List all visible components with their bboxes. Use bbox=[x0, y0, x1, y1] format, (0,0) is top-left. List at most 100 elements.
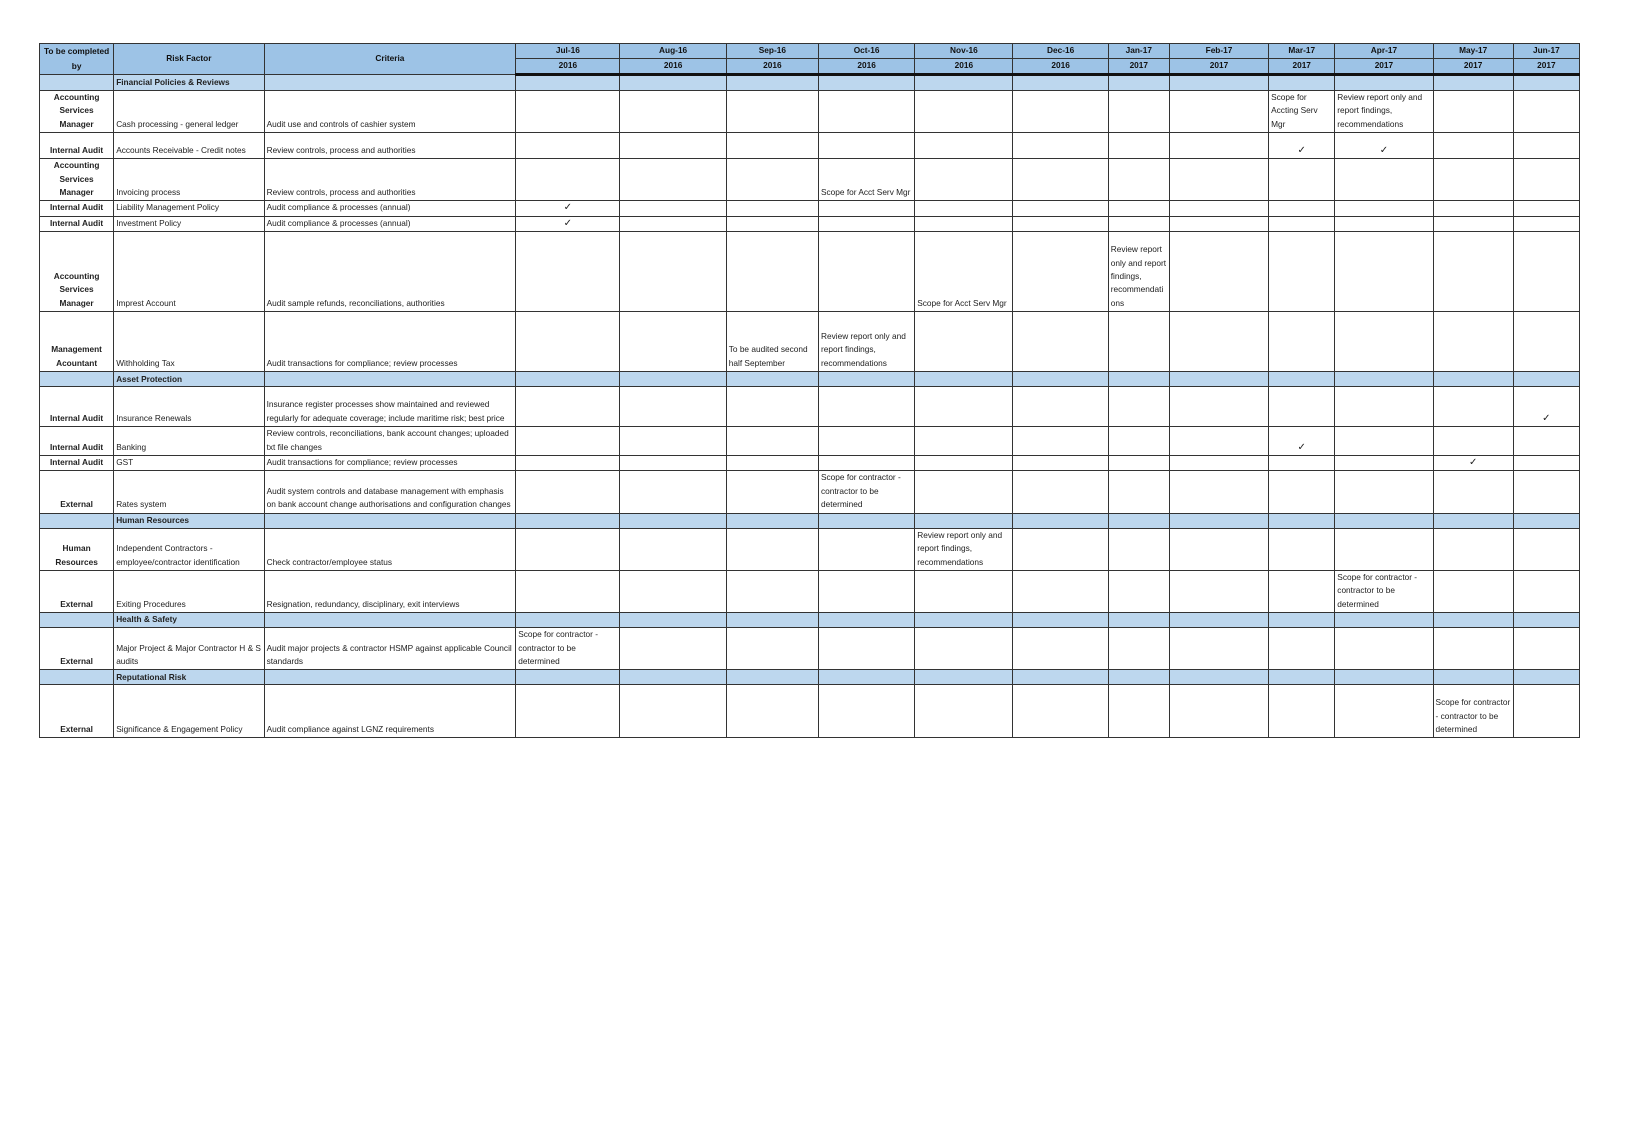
month-cell bbox=[1432, 527, 1514, 571]
section-blank-cell bbox=[817, 74, 916, 91]
month-cell bbox=[1334, 311, 1434, 373]
month-cell: Scope for Acct Serv Mgr bbox=[914, 231, 1014, 313]
month-header: Jan-17 bbox=[1107, 43, 1170, 59]
month-cell bbox=[725, 455, 819, 472]
section-blank-cell bbox=[1268, 371, 1336, 388]
section-blank-cell bbox=[1334, 669, 1434, 686]
section-blank-cell bbox=[1432, 669, 1514, 686]
month-cell bbox=[619, 426, 727, 457]
completed-by-cell: Internal Audit bbox=[38, 215, 115, 233]
checkmark-icon: ✓ bbox=[1268, 426, 1336, 457]
month-cell bbox=[1107, 132, 1170, 160]
section-blank-cell bbox=[1268, 74, 1336, 91]
section-blank-cell bbox=[1107, 74, 1170, 91]
month-cell: Scope for contractor - contractor to be … bbox=[515, 627, 621, 671]
section-blank-cell bbox=[1268, 612, 1336, 629]
criteria-cell: Audit system controls and database manag… bbox=[263, 470, 517, 514]
month-cell bbox=[1512, 132, 1581, 160]
year-header: 2017 bbox=[1334, 58, 1434, 76]
month-cell bbox=[1512, 569, 1581, 614]
month-cell bbox=[1268, 231, 1336, 313]
month-cell bbox=[619, 231, 727, 313]
month-cell bbox=[725, 215, 819, 233]
section-blank-cell bbox=[619, 612, 727, 629]
month-cell bbox=[725, 132, 819, 160]
section-blank-cell bbox=[1012, 371, 1109, 388]
month-cell bbox=[1432, 215, 1514, 233]
month-cell bbox=[1012, 89, 1109, 134]
month-cell bbox=[1168, 627, 1270, 671]
month-cell bbox=[817, 627, 916, 671]
section-blank-cell bbox=[817, 371, 916, 388]
month-cell bbox=[619, 311, 727, 373]
section-blank-cell bbox=[1168, 371, 1270, 388]
month-cell bbox=[1107, 426, 1170, 457]
month-cell bbox=[817, 89, 916, 134]
month-cell bbox=[1432, 311, 1514, 373]
criteria-cell: Audit compliance & processes (annual) bbox=[263, 200, 517, 217]
section-blank-cell bbox=[515, 74, 621, 91]
completed-by-cell: Accounting Services Manager bbox=[38, 231, 115, 313]
section-blank-cell bbox=[38, 74, 115, 91]
month-cell bbox=[725, 231, 819, 313]
month-cell: Scope for Acct Serv Mgr bbox=[817, 158, 916, 202]
section-row: Health & Safety bbox=[38, 612, 1581, 629]
completed-by-cell: Internal Audit bbox=[38, 455, 115, 472]
month-cell bbox=[914, 470, 1014, 514]
month-cell: Scope for Accting Serv Mgr bbox=[1268, 89, 1336, 134]
section-blank-cell bbox=[1512, 669, 1581, 686]
month-cell bbox=[817, 455, 916, 472]
section-blank-cell bbox=[263, 612, 517, 629]
month-cell bbox=[725, 684, 819, 739]
section-row: Human Resources bbox=[38, 512, 1581, 529]
month-cell bbox=[1268, 470, 1336, 514]
month-cell bbox=[1107, 215, 1170, 233]
month-cell bbox=[914, 200, 1014, 217]
criteria-cell: Audit compliance & processes (annual) bbox=[263, 215, 517, 233]
month-cell bbox=[1168, 386, 1270, 428]
month-header: Feb-17 bbox=[1168, 43, 1270, 59]
month-cell bbox=[619, 386, 727, 428]
section-blank-cell bbox=[725, 74, 819, 91]
risk-factor-cell: Insurance Renewals bbox=[113, 386, 265, 428]
month-cell: Scope for contractor - contractor to be … bbox=[817, 470, 916, 514]
month-cell bbox=[725, 89, 819, 134]
month-cell bbox=[1432, 627, 1514, 671]
month-cell bbox=[1334, 527, 1434, 571]
month-header: Jul-16 bbox=[515, 43, 621, 59]
criteria-cell: Audit use and controls of cashier system bbox=[263, 89, 517, 134]
header-months-row: To be completed by Risk Factor Criteria … bbox=[38, 43, 1581, 75]
criteria-cell: Review controls, process and authorities bbox=[263, 132, 517, 160]
month-cell bbox=[1107, 627, 1170, 671]
section-blank-cell bbox=[1512, 512, 1581, 529]
section-blank-cell bbox=[1432, 512, 1514, 529]
section-blank-cell bbox=[914, 74, 1014, 91]
checkmark-icon: ✓ bbox=[1432, 455, 1514, 472]
year-header: 2016 bbox=[817, 58, 916, 76]
criteria-cell: Review controls, reconciliations, bank a… bbox=[263, 426, 517, 457]
month-cell: To be audited second half September bbox=[725, 311, 819, 373]
month-cell bbox=[1268, 527, 1336, 571]
risk-factor-cell: Significance & Engagement Policy bbox=[113, 684, 265, 739]
month-cell bbox=[619, 684, 727, 739]
criteria-cell: Audit major projects & contractor HSMP a… bbox=[263, 627, 517, 671]
checkmark-icon: ✓ bbox=[515, 215, 621, 233]
risk-factor-cell: Liability Management Policy bbox=[113, 200, 265, 217]
risk-factor-cell: Rates system bbox=[113, 470, 265, 514]
section-blank-cell bbox=[725, 669, 819, 686]
month-cell bbox=[515, 684, 621, 739]
section-blank-cell bbox=[1107, 669, 1170, 686]
month-cell bbox=[817, 569, 916, 614]
checkmark-icon: ✓ bbox=[1334, 132, 1434, 160]
month-cell bbox=[1432, 89, 1514, 134]
month-cell bbox=[914, 386, 1014, 428]
month-cell bbox=[515, 470, 621, 514]
month-cell bbox=[817, 200, 916, 217]
month-cell bbox=[1107, 569, 1170, 614]
month-cell bbox=[1168, 311, 1270, 373]
month-cell bbox=[1334, 158, 1434, 202]
month-cell bbox=[1012, 470, 1109, 514]
month-cell bbox=[1012, 215, 1109, 233]
